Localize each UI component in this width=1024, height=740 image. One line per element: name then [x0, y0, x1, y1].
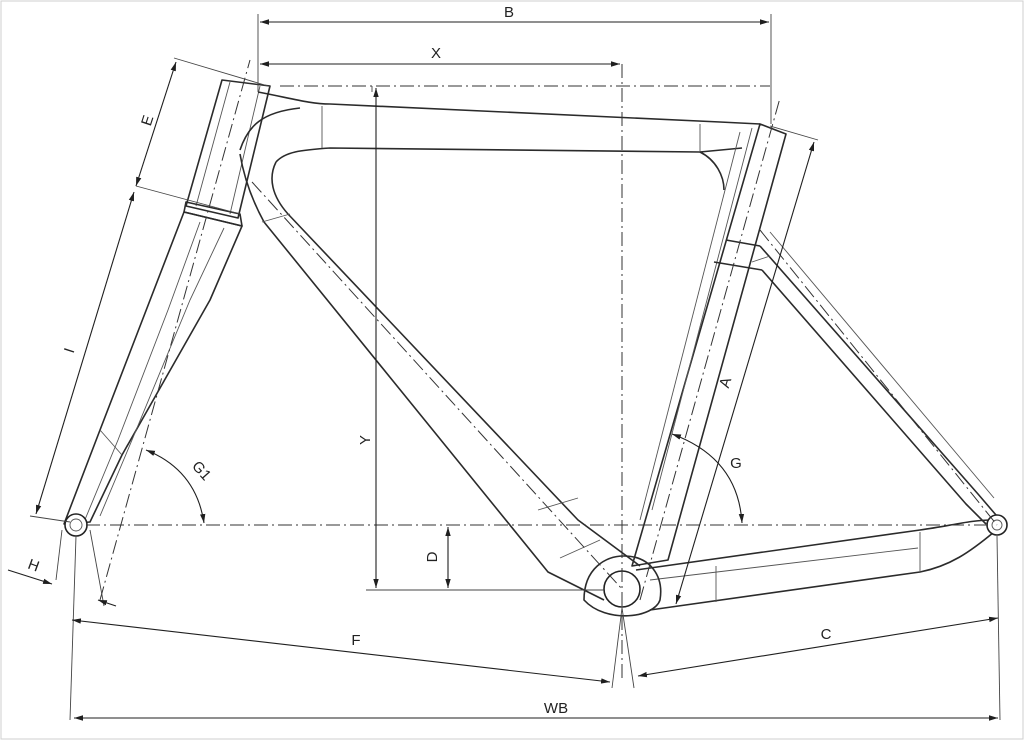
angle-G1-arc	[145, 449, 206, 524]
down-tube	[239, 153, 641, 601]
angle-G-arc	[671, 433, 745, 524]
angle-label-G1: G1	[188, 458, 214, 484]
dimension-label-H: H	[26, 556, 42, 576]
seat-tube	[631, 123, 787, 567]
dimension-E-line	[135, 61, 177, 187]
chain-stays	[635, 519, 995, 611]
extension-lines	[29, 14, 1001, 721]
dimension-label-F: F	[351, 632, 360, 649]
dimension-label-C: C	[821, 626, 832, 643]
dimension-label-Y: Y	[357, 435, 374, 445]
dimension-label-E: E	[138, 113, 157, 128]
front-axle	[64, 513, 88, 537]
dimensions: B X E I Y A D G1 G H F C	[7, 4, 999, 721]
dimension-F-line	[71, 618, 611, 684]
centerlines	[86, 59, 998, 680]
dimension-label-I: I	[61, 346, 78, 355]
dimension-label-D: D	[424, 551, 441, 562]
dimension-label-B: B	[504, 4, 514, 21]
dimension-I-line	[35, 191, 135, 515]
dimension-H-line	[7, 569, 53, 585]
frame-outline	[63, 79, 1008, 617]
dimension-C-line	[637, 616, 999, 678]
bottom-bracket	[583, 555, 662, 617]
dimension-A-line	[675, 141, 815, 605]
seat-stays	[751, 231, 1003, 525]
head-tube	[183, 79, 271, 227]
angle-label-G: G	[730, 455, 742, 472]
top-tube	[239, 91, 761, 163]
dimension-label-A: A	[716, 375, 735, 390]
dimension-label-WB: WB	[544, 700, 568, 717]
fork	[63, 211, 243, 525]
dimension-label-X: X	[431, 45, 441, 62]
